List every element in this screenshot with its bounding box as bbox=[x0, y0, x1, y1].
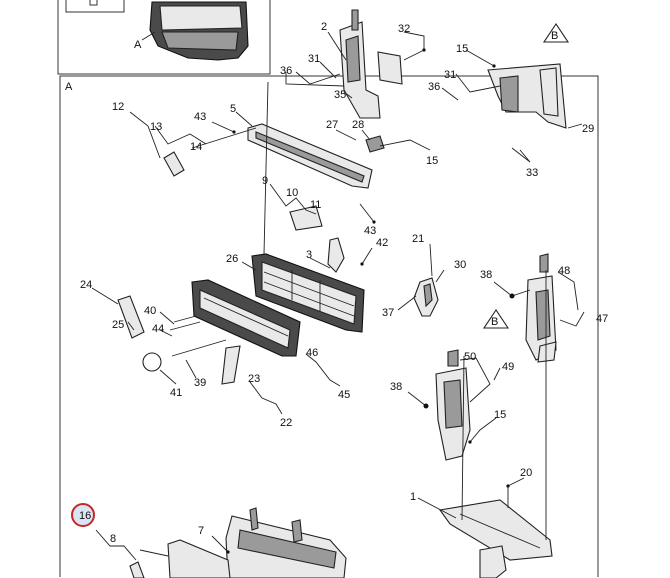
side-member-center bbox=[435, 349, 471, 461]
callout-41: 41 bbox=[170, 387, 182, 399]
callout-31: 31 bbox=[308, 53, 320, 65]
callout-43: 43 bbox=[194, 111, 206, 123]
callout-11: 11 bbox=[310, 199, 321, 211]
callout-7: 8 bbox=[110, 533, 116, 545]
side-member-right bbox=[525, 253, 557, 363]
bracket-3 bbox=[327, 237, 345, 273]
main-view-label-a: A bbox=[65, 81, 73, 93]
inset-label-a: A bbox=[134, 39, 142, 51]
callout-39: 39 bbox=[194, 377, 206, 389]
callout-21: 21 bbox=[412, 233, 424, 245]
callout-6-text: 16 bbox=[79, 510, 91, 522]
callout-40: 40 bbox=[144, 305, 156, 317]
callout-22: 22 bbox=[280, 417, 292, 429]
callout-26: 26 bbox=[226, 253, 238, 265]
bottom-plate bbox=[439, 499, 553, 561]
callout-42: 42 bbox=[376, 237, 388, 249]
callout-38: 38 bbox=[480, 269, 492, 281]
main-grille bbox=[251, 253, 365, 333]
callout-45: 45 bbox=[338, 389, 350, 401]
callout-23: 23 bbox=[248, 373, 260, 385]
callout-48: 48 bbox=[558, 265, 570, 277]
callout-15: 15 bbox=[456, 43, 468, 55]
callout-25: 25 bbox=[112, 319, 124, 331]
callout-29: 29 bbox=[582, 123, 594, 135]
callout-20: 20 bbox=[520, 467, 532, 479]
callout-38b: 38 bbox=[390, 381, 402, 393]
callout-44: 44 bbox=[152, 323, 164, 335]
callout-43b: 43 bbox=[364, 225, 376, 237]
marker-b-top-text: B bbox=[551, 30, 558, 42]
callout-50: 50 bbox=[464, 351, 476, 363]
callout-5: 5 bbox=[230, 103, 236, 115]
callout-13: 13 bbox=[150, 121, 162, 133]
callout-16: 7 bbox=[198, 525, 204, 537]
marker-b-top: B bbox=[542, 23, 570, 43]
callout-27: 27 bbox=[326, 119, 338, 131]
upper-grille-bar bbox=[247, 123, 373, 189]
marker-b-mid: B bbox=[482, 309, 510, 329]
callout-15c: 15 bbox=[494, 409, 506, 421]
small-clip-parts bbox=[163, 135, 385, 231]
callout-1: 1 bbox=[410, 491, 416, 503]
callout-10: 10 bbox=[286, 187, 298, 199]
bottom-bracket-right bbox=[479, 545, 507, 578]
callout-15b: 15 bbox=[426, 155, 438, 167]
callout-3: 3 bbox=[306, 249, 312, 261]
callout-46: 46 bbox=[306, 347, 318, 359]
highlighted-callout-6[interactable]: 16 bbox=[71, 503, 95, 527]
bracket-assembly-right bbox=[487, 63, 567, 129]
callout-33: 33 bbox=[526, 167, 538, 179]
lower-front-beam bbox=[129, 507, 347, 578]
callout-49: 49 bbox=[502, 361, 514, 373]
callout-28: 28 bbox=[352, 119, 364, 131]
callout-31b: 31 bbox=[444, 69, 456, 81]
callout-36b: 36 bbox=[428, 81, 440, 93]
inset-view-a: A bbox=[57, 0, 271, 75]
callout-24: 24 bbox=[80, 279, 92, 291]
callout-30: 30 bbox=[454, 259, 466, 271]
callout-14: 14 bbox=[190, 141, 202, 153]
callout-47: 47 bbox=[596, 313, 608, 325]
callout-12: 12 bbox=[112, 101, 124, 113]
trim-parts-left bbox=[117, 295, 241, 385]
callout-32: 32 bbox=[398, 23, 410, 35]
callout-2: 2 bbox=[321, 21, 327, 33]
bracket-assembly-upper bbox=[339, 9, 403, 119]
lower-grille bbox=[191, 279, 301, 357]
leader-dots bbox=[226, 48, 515, 554]
callout-37: 37 bbox=[382, 307, 394, 319]
main-view-frame: A bbox=[59, 75, 599, 577]
bracket-37 bbox=[413, 277, 439, 317]
callout-36: 36 bbox=[280, 65, 292, 77]
marker-b-mid-text: B bbox=[491, 316, 498, 328]
callout-35: 35 bbox=[334, 89, 346, 101]
callout-9: 9 bbox=[262, 175, 268, 187]
callout-labels: 2 32 15 31 36 35 31 36 29 12 43 5 13 14 … bbox=[80, 21, 608, 545]
